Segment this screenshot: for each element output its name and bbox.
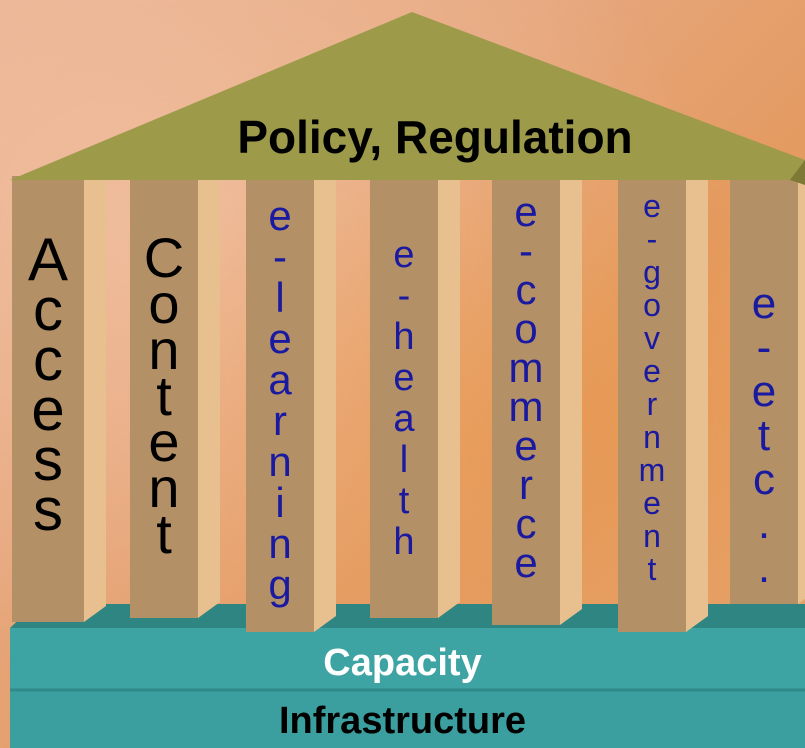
pillar-front-1 — [12, 176, 84, 622]
roof — [10, 12, 805, 180]
pillar-front-7 — [730, 176, 798, 604]
pillar-side-6 — [686, 176, 708, 632]
pillar-side-4 — [438, 176, 460, 618]
pillar-front-6 — [618, 176, 686, 632]
capacity-label: Capacity — [323, 642, 482, 684]
base-infrastructure-block — [10, 690, 805, 748]
pillar-front-4 — [370, 176, 438, 618]
pillar-side-3 — [314, 176, 336, 632]
pillar-front-3 — [246, 176, 314, 632]
infrastructure-label: Infrastructure — [278, 700, 527, 742]
roof-label: Policy, Regulation — [237, 111, 633, 163]
pillar-side-1 — [84, 176, 106, 622]
roof-shadow — [790, 160, 805, 185]
pillar-side-2 — [198, 176, 220, 618]
pillar-front-5 — [492, 176, 560, 625]
pillar-side-7 — [798, 176, 805, 604]
base-capacity-block — [10, 628, 805, 690]
pillar-front-2 — [130, 176, 198, 618]
pillar-side-5 — [560, 176, 582, 625]
